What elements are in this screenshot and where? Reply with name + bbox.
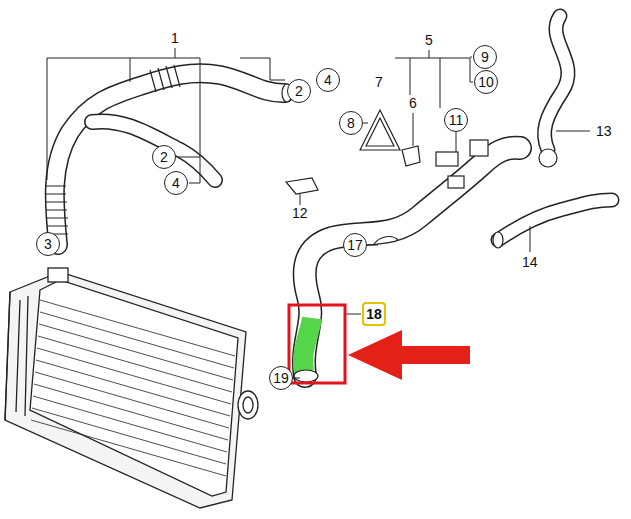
- callout-number: 1: [169, 30, 181, 46]
- callout-number: 18: [366, 307, 382, 321]
- callout-number: 10: [478, 75, 494, 89]
- callout-circle: 3: [36, 232, 60, 256]
- callout-number: 11: [449, 113, 464, 127]
- callout-circle: 2: [152, 145, 176, 169]
- callout-circle: 10: [474, 70, 498, 94]
- callout-number: 13: [594, 123, 614, 139]
- callout-number: 14: [520, 254, 540, 270]
- callout-number: 2: [160, 150, 168, 164]
- callout-number: 4: [172, 176, 180, 190]
- callout-circle: 19: [269, 366, 293, 390]
- callout-number: 3: [44, 237, 52, 251]
- callout-circle: 4: [164, 171, 188, 195]
- callout-circle: 11: [444, 108, 468, 132]
- callout-circle: 8: [339, 111, 363, 135]
- callout-number: 8: [347, 116, 355, 130]
- callout-number: 9: [481, 50, 489, 64]
- callout-number: 4: [324, 73, 332, 87]
- callout-circle: 2: [287, 79, 311, 103]
- callout-number: 7: [373, 74, 385, 90]
- callout-circle: 17: [343, 233, 367, 257]
- callout-circle: 4: [316, 68, 340, 92]
- callout-number: 6: [407, 95, 419, 111]
- callout-number: 17: [347, 238, 363, 252]
- callout-number: 12: [290, 205, 310, 221]
- callout-circle: 9: [473, 45, 497, 69]
- callout-number: 2: [295, 84, 303, 98]
- callout-box: 18: [362, 302, 386, 326]
- callout-number: 19: [273, 371, 289, 385]
- callout-number: 5: [423, 32, 435, 48]
